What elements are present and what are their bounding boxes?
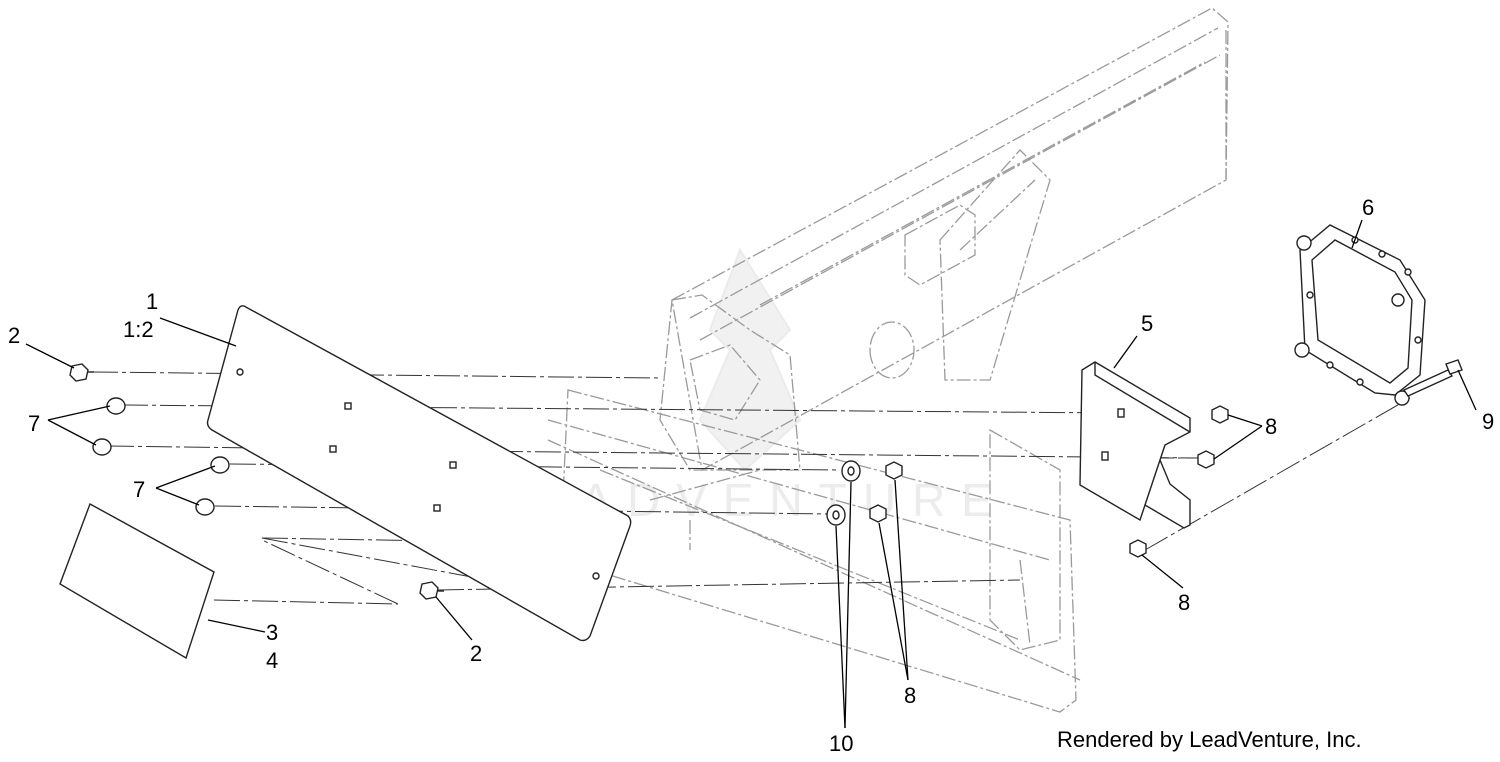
callout-8-lower: 8 <box>1178 590 1190 615</box>
part-7-rivets <box>92 397 230 516</box>
part-3-decal <box>59 502 215 660</box>
part-10-washers <box>826 460 861 526</box>
callout-7-top: 7 <box>28 411 40 436</box>
callout-5: 5 <box>1141 311 1153 336</box>
part-2-bolt-bottom <box>419 581 444 600</box>
render-credit: Rendered by LeadVenture, Inc. <box>1057 727 1362 752</box>
callout-1: 1 <box>146 289 158 314</box>
leader-lines <box>25 219 1477 729</box>
part-5-bracket <box>1079 361 1191 529</box>
callout-1-quantity: 1:2 <box>123 317 154 342</box>
callout-4: 4 <box>266 648 278 673</box>
part-1-plate <box>206 305 632 642</box>
part-6-module <box>1294 224 1426 406</box>
callout-2-bottom: 2 <box>470 641 482 666</box>
callout-6: 6 <box>1362 195 1374 220</box>
callouts: 1 1:2 2 2 3 4 5 6 7 7 8 8 8 9 10 <box>8 195 1494 756</box>
callout-7-bottom: 7 <box>133 477 145 502</box>
part-2-bolt-top <box>69 363 94 382</box>
callout-3: 3 <box>266 620 278 645</box>
callout-9: 9 <box>1482 409 1494 434</box>
callout-8-right: 8 <box>1265 414 1277 439</box>
part-8-nuts <box>869 405 1229 558</box>
callout-10: 10 <box>829 731 853 756</box>
frame-assembly <box>547 7 1229 713</box>
callout-8-center: 8 <box>904 683 916 708</box>
callout-2-top: 2 <box>8 323 20 348</box>
